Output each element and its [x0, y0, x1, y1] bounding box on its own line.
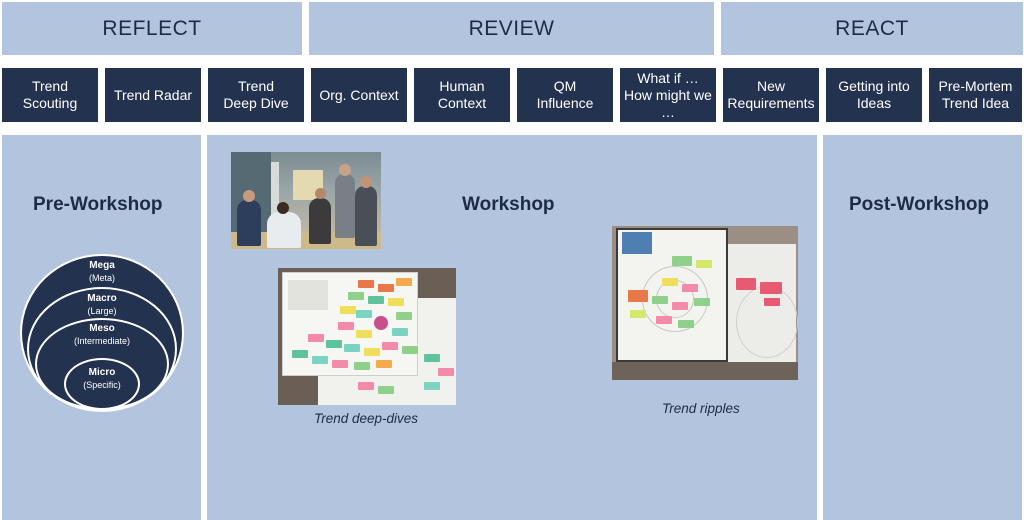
step-line: Org. Context	[319, 86, 399, 103]
trend-ripples-photo	[612, 226, 798, 380]
panel-workshop: Workshop	[207, 135, 817, 520]
workshop-group-photo	[231, 152, 381, 249]
step-line: New	[756, 78, 785, 94]
panel-pre-workshop: Pre-Workshop Mega (Meta) Macro (Large) M…	[2, 135, 201, 520]
step-line: Influence	[536, 95, 594, 111]
level-name: Mega	[89, 260, 115, 271]
ring-macro-label: Macro (Large)	[29, 293, 175, 317]
step-line: Ideas	[856, 95, 892, 111]
panel-title-workshop: Workshop	[462, 194, 555, 215]
level-name: Micro	[88, 367, 116, 378]
step-line: Trend	[31, 78, 69, 94]
phase-review-label: REVIEW	[468, 16, 555, 40]
ring-micro-label: Micro (Specific)	[66, 367, 138, 391]
level-name: Macro	[87, 293, 117, 304]
phase-react-label: REACT	[835, 16, 909, 40]
level-sub: (Meta)	[88, 273, 115, 283]
phase-reflect: REFLECT	[2, 2, 302, 55]
step-line: Getting into	[838, 78, 910, 94]
level-sub: (Intermediate)	[73, 336, 131, 346]
step-line: How might we	[624, 86, 712, 103]
phase-reflect-label: REFLECT	[102, 16, 202, 40]
phase-review: REVIEW	[309, 2, 714, 55]
step-line: Deep Dive	[223, 95, 289, 111]
step-line: QM	[553, 78, 577, 94]
step-line: …	[660, 103, 675, 120]
step-line: Trend Radar	[113, 86, 193, 103]
step-line: What if …	[637, 69, 699, 86]
step-line: Human	[439, 78, 485, 94]
step-line: Trend Idea	[941, 95, 1010, 111]
ring-mega-label: Mega (Meta)	[22, 260, 182, 284]
step-line: Scouting	[22, 95, 78, 111]
ring-micro: Micro (Specific)	[64, 358, 140, 410]
step-line: Pre-Mortem	[938, 78, 1013, 94]
level-sub: (Specific)	[83, 380, 121, 390]
step-trend-radar: Trend Radar	[105, 68, 201, 122]
caption-trend-ripples: Trend ripples	[662, 401, 740, 416]
caption-trend-deep-dives: Trend deep-dives	[314, 411, 419, 426]
step-org-context: Org. Context	[311, 68, 407, 122]
phase-react: REACT	[721, 2, 1023, 55]
step-line: Trend	[237, 78, 275, 94]
panel-post-workshop: Post-Workshop	[823, 135, 1022, 520]
step-line: Context	[437, 95, 487, 111]
step-what-if: What if …How might we…	[620, 68, 716, 122]
panel-title-post-workshop: Post-Workshop	[849, 194, 990, 215]
panel-title-pre-workshop: Pre-Workshop	[33, 194, 163, 215]
step-line: Requirements	[727, 95, 815, 111]
level-name: Meso	[89, 323, 115, 334]
trend-deep-dives-photo	[278, 268, 456, 405]
level-sub: (Large)	[87, 306, 117, 316]
ring-meso-label: Meso (Intermediate)	[37, 323, 167, 347]
